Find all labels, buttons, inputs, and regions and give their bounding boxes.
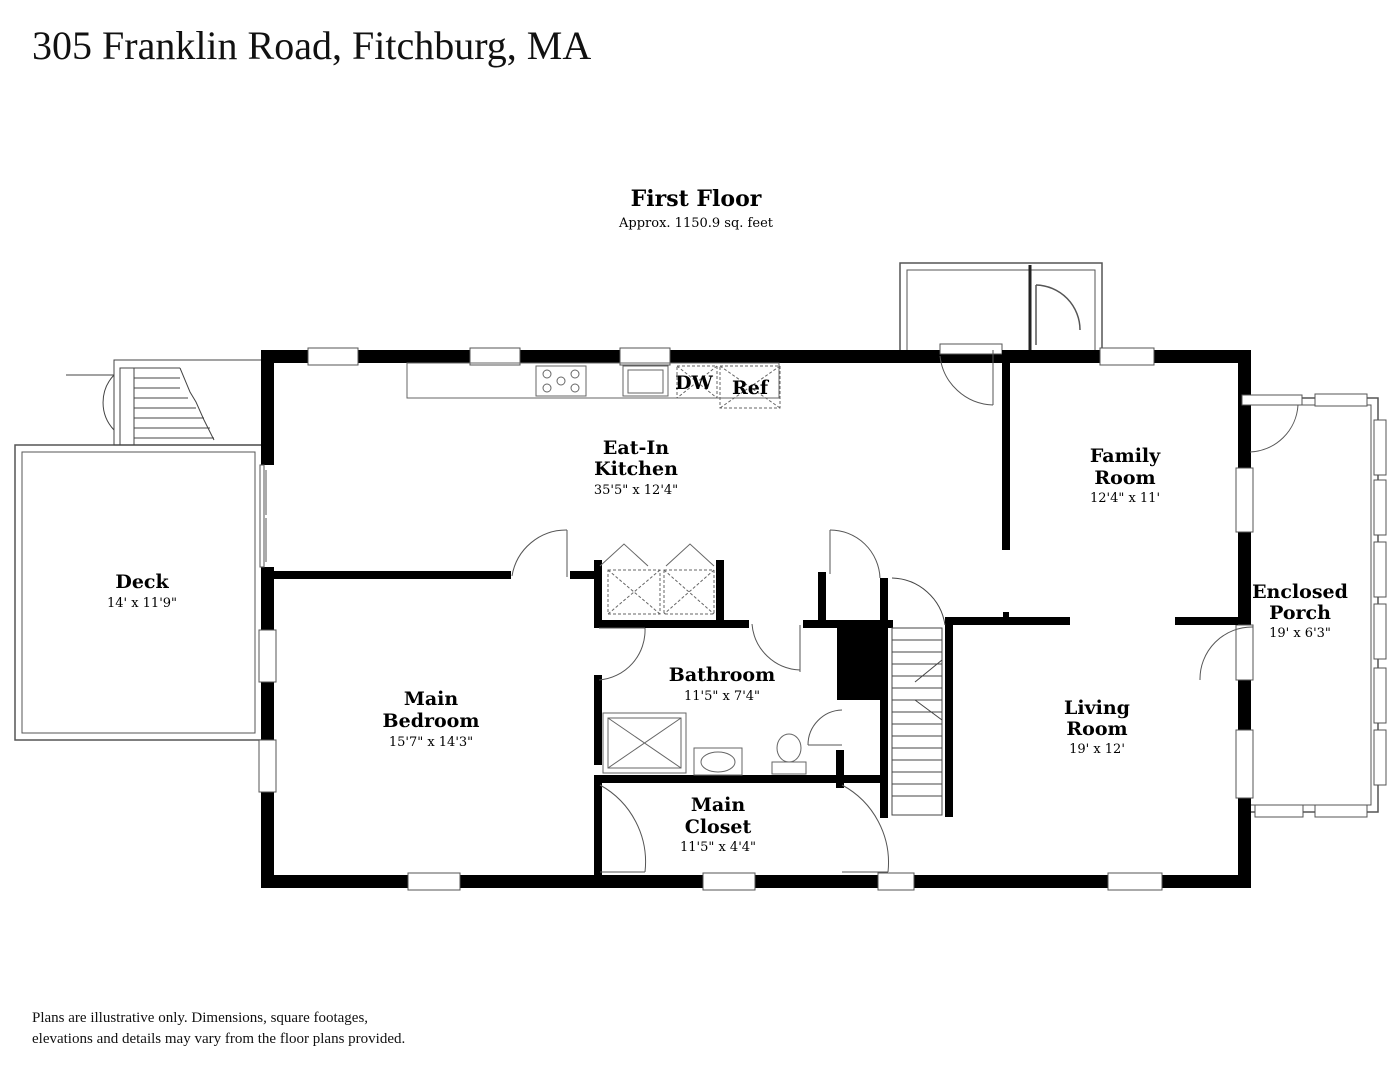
family-name-2: Room: [1094, 467, 1155, 489]
porch-name-1: Enclosed: [1252, 581, 1348, 603]
kitchen-size: 35'5" x 12'4": [594, 483, 678, 498]
kitchen-fixtures: [406, 362, 781, 409]
deck-name: Deck: [115, 571, 169, 593]
bedroom-name-2: Bedroom: [383, 710, 480, 732]
refrigerator-label: Ref: [732, 377, 770, 399]
floor-plan: First Floor Approx. 1150.9 sq. feet: [14, 186, 1387, 891]
porch-name-2: Porch: [1269, 602, 1331, 624]
exterior-doors: [259, 343, 1303, 681]
room-enclosed-porch: Enclosed Porch 19' x 6'3": [1252, 581, 1348, 641]
disclaimer-line-2: elevations and details may vary from the…: [32, 1031, 406, 1047]
deck-size: 14' x 11'9": [107, 596, 177, 611]
disclaimer-line-1: Plans are illustrative only. Dimensions,…: [32, 1010, 369, 1026]
kitchen-name-1: Eat-In: [603, 437, 669, 459]
interior-doors: [511, 529, 889, 873]
deck-stairs: [66, 359, 263, 446]
floor-area: Approx. 1150.9 sq. feet: [618, 216, 774, 231]
exterior-windows: [258, 347, 1254, 891]
kitchen-name-2: Kitchen: [594, 458, 678, 480]
bathroom-name: Bathroom: [669, 664, 775, 686]
family-size: 12'4" x 11': [1090, 491, 1160, 506]
bathroom-fixtures: [602, 712, 807, 776]
room-deck: Deck 14' x 11'9": [107, 571, 177, 611]
interior-walls: [261, 350, 1238, 888]
porch-size: 19' x 6'3": [1269, 626, 1331, 641]
room-eat-in-kitchen: Eat-In Kitchen 35'5" x 12'4": [594, 437, 678, 498]
bathroom-size: 11'5" x 7'4": [684, 689, 760, 704]
exterior-walls: [261, 350, 1251, 888]
room-main-bedroom: Main Bedroom 15'7" x 14'3": [383, 688, 480, 750]
room-bathroom: Bathroom 11'5" x 7'4": [669, 664, 775, 704]
entry-vestibule: [899, 262, 1103, 354]
room-main-closet: Main Closet 11'5" x 4'4": [680, 794, 756, 855]
closet-size: 11'5" x 4'4": [680, 840, 756, 855]
family-name-1: Family: [1090, 445, 1161, 467]
dishwasher-label: DW: [675, 372, 713, 394]
disclaimer: Plans are illustrative only. Dimensions,…: [32, 1008, 552, 1050]
living-name-2: Room: [1066, 718, 1127, 740]
interior-stairs: [891, 577, 946, 816]
floor-name: First Floor: [631, 186, 762, 212]
room-living-room: Living Room 19' x 12': [1064, 697, 1130, 757]
living-size: 19' x 12': [1069, 742, 1125, 757]
bedroom-size: 15'7" x 14'3": [389, 735, 473, 750]
pantry-closets: [599, 543, 715, 615]
bedroom-name-1: Main: [404, 688, 459, 710]
room-family-room: Family Room 12'4" x 11': [1090, 445, 1161, 506]
living-name-1: Living: [1064, 697, 1130, 719]
porch-windows: [1254, 393, 1387, 818]
closet-name-1: Main: [691, 794, 746, 816]
page-title: 305 Franklin Road, Fitchburg, MA: [32, 23, 592, 68]
closet-name-2: Closet: [685, 816, 752, 838]
